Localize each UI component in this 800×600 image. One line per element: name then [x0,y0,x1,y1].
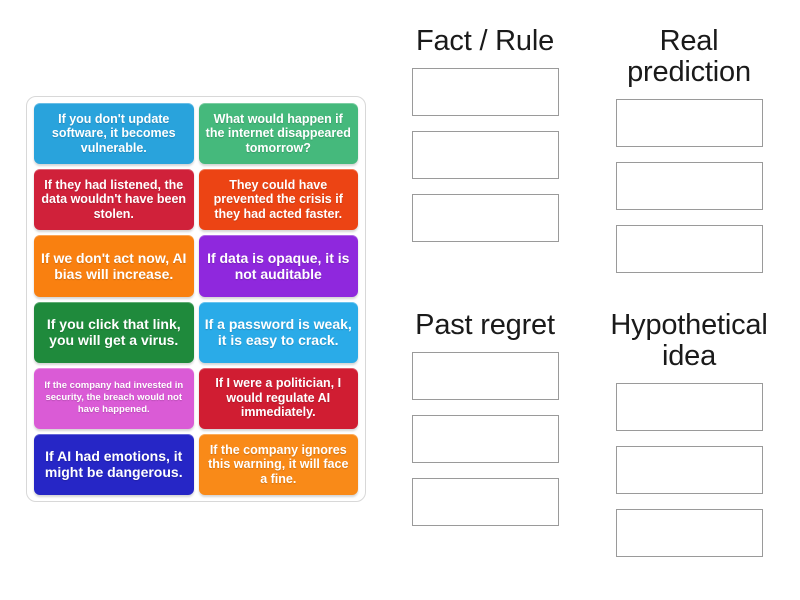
dropzone[interactable] [411,478,559,527]
category-group-2: Past regret [390,309,580,527]
dropzone[interactable] [411,352,559,401]
dropzone-list-1 [594,99,784,274]
draggable-card[interactable]: If you click that link, you will get a v… [34,301,194,363]
draggable-card[interactable]: If you don't update software, it becomes… [34,103,194,165]
dropzone[interactable] [411,415,559,464]
draggable-card[interactable]: They could have prevented the crisis if … [198,169,358,231]
dropzone[interactable] [615,383,763,432]
dropzone-list-2 [390,352,580,527]
draggable-card[interactable]: If AI had emotions, it might be dangerou… [34,433,194,495]
draggable-card[interactable]: If the company ignores this warning, it … [198,433,358,495]
draggable-card[interactable]: If they had listened, the data wouldn't … [34,169,194,231]
dropzone[interactable] [411,68,559,117]
draggable-card[interactable]: If we don't act now, AI bias will increa… [34,235,194,297]
category-group-1: Real prediction [594,25,784,274]
draggable-card[interactable]: If a password is weak, it is easy to cra… [198,301,358,363]
category-title-2: Past regret [415,309,555,341]
category-group-3: Hypothetical idea [594,309,784,558]
dropzone[interactable] [615,225,763,274]
dropzone[interactable] [411,194,559,243]
dropzone[interactable] [411,131,559,180]
draggable-card[interactable]: If the company had invested in security,… [34,367,194,429]
dropzone[interactable] [615,446,763,495]
draggable-card[interactable]: If data is opaque, it is not auditable [198,235,358,297]
dropzone[interactable] [615,509,763,558]
category-group-0: Fact / Rule [390,25,580,243]
dropzone-list-3 [594,383,784,558]
card-grid: If you don't update software, it becomes… [34,103,358,495]
draggable-card[interactable]: What would happen if the internet disapp… [198,103,358,165]
category-title-1: Real prediction [627,25,751,89]
category-title-0: Fact / Rule [415,25,554,57]
dropzone-list-0 [390,68,580,243]
card-tray-panel: If you don't update software, it becomes… [26,96,366,502]
draggable-card[interactable]: If I were a politician, I would regulate… [198,367,358,429]
dropzone[interactable] [615,99,763,148]
category-title-3: Hypothetical idea [610,309,768,373]
dropzone[interactable] [615,162,763,211]
